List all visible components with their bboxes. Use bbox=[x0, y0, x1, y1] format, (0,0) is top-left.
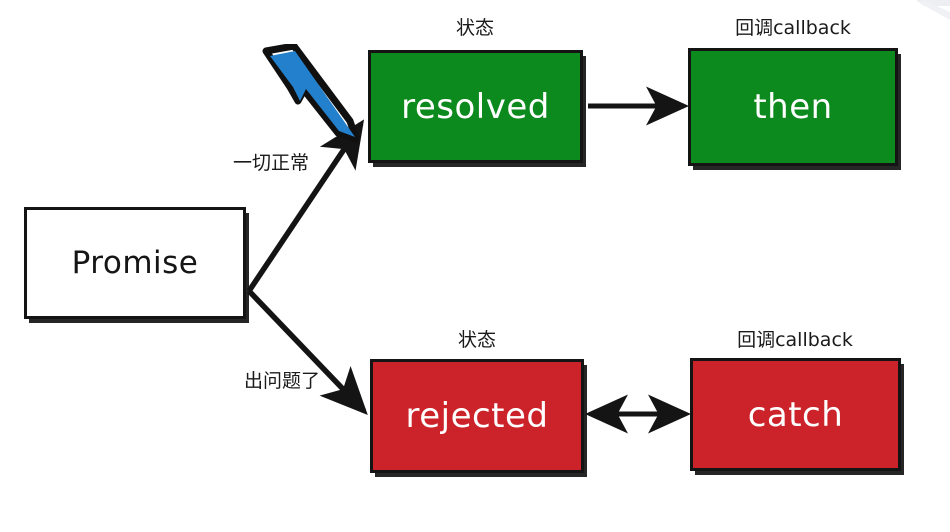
edge-label-failure: 出问题了 bbox=[244, 370, 321, 392]
header-callback-bottom: 回调callback bbox=[737, 329, 853, 351]
header-callback-top: 回调callback bbox=[735, 17, 851, 39]
node-promise-label: Promise bbox=[71, 245, 199, 281]
edge-label-success: 一切正常 bbox=[233, 152, 310, 174]
header-state-top: 状态 bbox=[455, 17, 494, 39]
node-resolved-label: resolved bbox=[401, 86, 550, 127]
node-rejected[interactable]: rejected bbox=[370, 359, 584, 473]
node-resolved[interactable]: resolved bbox=[368, 50, 583, 163]
header-state-bottom: 状态 bbox=[457, 329, 496, 351]
node-catch-label: catch bbox=[747, 394, 844, 435]
connector-promise-to-rejected bbox=[247, 289, 368, 415]
connector-promise-to-resolved bbox=[246, 119, 365, 293]
node-promise[interactable]: Promise bbox=[24, 207, 246, 319]
node-then-label: then bbox=[753, 87, 833, 127]
node-rejected-label: rejected bbox=[405, 396, 549, 436]
mouse-pointer-icon bbox=[262, 44, 360, 143]
node-then[interactable]: then bbox=[688, 48, 898, 166]
node-catch[interactable]: catch bbox=[690, 358, 901, 471]
